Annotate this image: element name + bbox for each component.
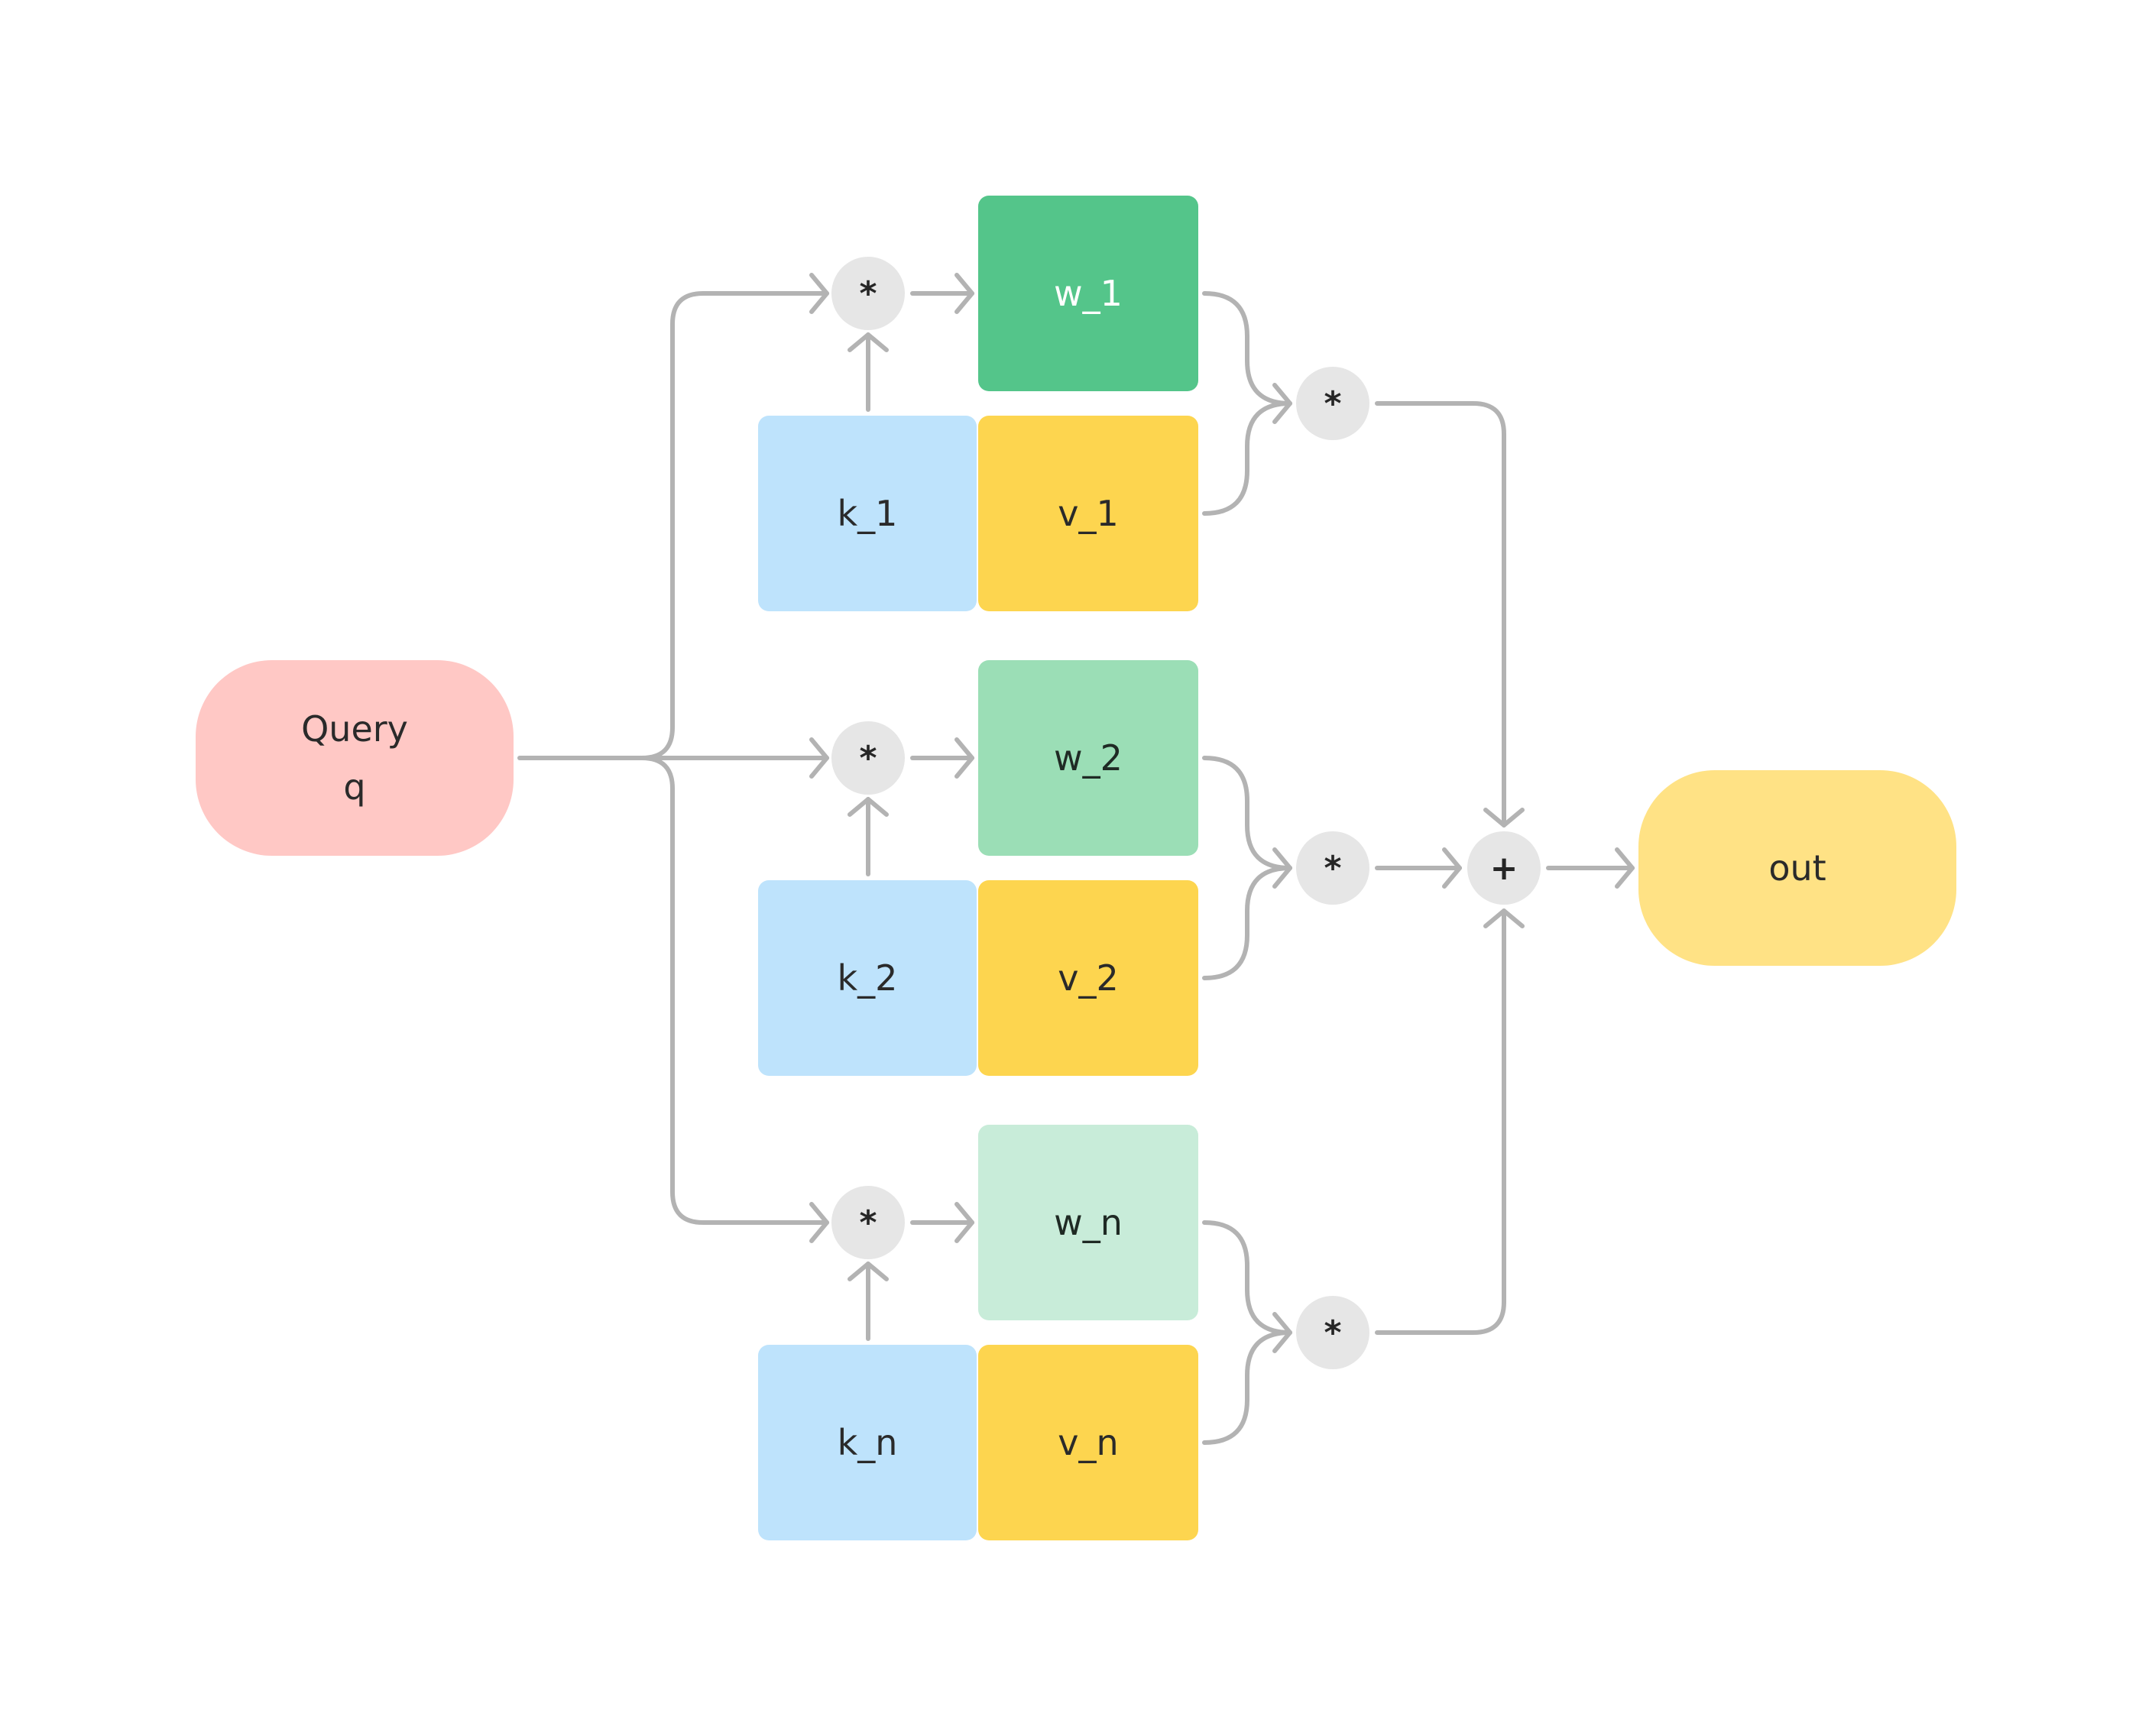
score-multiply-operator: *	[831, 257, 905, 330]
arrow-head	[1272, 847, 1292, 889]
weight-box: w_2	[978, 660, 1198, 856]
arrow-head	[1483, 808, 1525, 828]
arrow-head	[954, 273, 974, 314]
arrow-head	[1442, 847, 1462, 889]
weight-to-multiply-edge	[1202, 291, 1292, 406]
value-box: v_n	[978, 1345, 1198, 1540]
value-box-label: v_1	[1058, 493, 1119, 534]
arrow-head	[954, 1202, 974, 1243]
weight-box-label: w_n	[1054, 1202, 1123, 1243]
key-box-label: k_1	[837, 493, 898, 534]
value-box-label: v_n	[1058, 1422, 1119, 1463]
weighted-value-multiply-operator-label: *	[1324, 384, 1342, 423]
sum-operator: +	[1467, 831, 1541, 905]
arrow-head	[1272, 383, 1292, 424]
weighted-value-multiply-operator-label: *	[1324, 848, 1342, 888]
weighted-value-multiply-operator: *	[1296, 367, 1369, 440]
value-to-multiply-edge	[1202, 1330, 1292, 1445]
weighted-value-multiply-operator: *	[1296, 831, 1369, 905]
multiply-to-sum-edge	[1375, 908, 1506, 1335]
arrow-head	[848, 1262, 889, 1281]
weight-to-multiply-edge	[1202, 1220, 1292, 1335]
score-multiply-operator: *	[831, 721, 905, 795]
arrow-head	[809, 273, 829, 314]
arrow-head	[1483, 908, 1525, 928]
key-box-label: k_2	[837, 957, 898, 999]
value-box: v_2	[978, 880, 1198, 1076]
weight-box: w_n	[978, 1125, 1198, 1320]
score-multiply-operator-label: *	[859, 274, 877, 313]
arrow-head	[1272, 1312, 1292, 1353]
weight-box-label: w_2	[1054, 737, 1123, 779]
key-box-label: k_n	[837, 1422, 898, 1463]
arrow-head	[848, 797, 889, 817]
key-box: k_1	[758, 416, 977, 611]
arrow-head	[1615, 847, 1635, 889]
weighted-value-multiply-operator: *	[1296, 1296, 1369, 1369]
output-node: out	[1638, 770, 1956, 966]
plus-icon: +	[1489, 848, 1518, 888]
weight-box: w_1	[978, 196, 1198, 391]
arrow-head	[848, 332, 889, 352]
key-box: k_2	[758, 880, 977, 1076]
multiply-to-sum-edge	[1375, 401, 1506, 828]
output-label: out	[1768, 847, 1826, 889]
query-node: Query q	[196, 660, 514, 856]
score-multiply-operator-label: *	[859, 1203, 877, 1242]
value-to-multiply-edge	[1202, 401, 1292, 516]
weight-to-multiply-edge	[1202, 756, 1292, 870]
query-symbol: q	[343, 766, 366, 808]
query-to-score-edge	[640, 756, 829, 1225]
arrow-head	[809, 1202, 829, 1243]
key-box: k_n	[758, 1345, 977, 1540]
weight-box-label: w_1	[1054, 273, 1123, 314]
query-to-score-edge	[640, 291, 829, 760]
weighted-value-multiply-operator-label: *	[1324, 1313, 1342, 1352]
score-multiply-operator: *	[831, 1186, 905, 1259]
arrow-head	[809, 737, 829, 779]
arrow-head	[954, 737, 974, 779]
value-box: v_1	[978, 416, 1198, 611]
value-box-label: v_2	[1058, 957, 1119, 999]
score-multiply-operator-label: *	[859, 738, 877, 778]
value-to-multiply-edge	[1202, 866, 1292, 980]
query-title: Query	[301, 708, 408, 750]
